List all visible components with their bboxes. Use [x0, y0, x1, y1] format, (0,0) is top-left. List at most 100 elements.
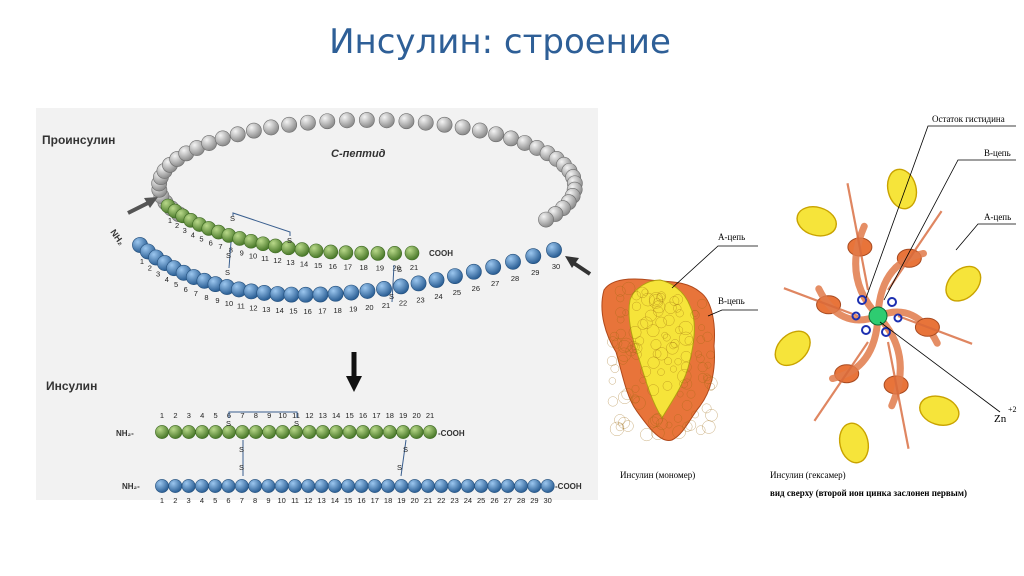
monomer-cell — [669, 342, 677, 350]
insulin-b-chain-number: 17 — [371, 496, 379, 505]
monomer-cell — [627, 341, 640, 354]
insulin-b-chain-residue — [155, 479, 169, 493]
insulin-b-chain-number: 29 — [530, 496, 538, 505]
monomer-cell — [617, 347, 632, 362]
insulin-b-chain-number: 14 — [331, 496, 339, 505]
monomer-cell — [702, 420, 716, 434]
monomer-cell — [704, 376, 718, 390]
b-chain-number: 23 — [416, 295, 424, 304]
monomer-cell — [646, 324, 660, 338]
c-peptide-residue — [300, 114, 316, 131]
insulin-b-chain-residue — [407, 479, 422, 493]
hexamer-a-chain-helix — [774, 330, 811, 367]
hexamer-a-chain-helix — [796, 206, 837, 237]
hexamer-strand — [813, 341, 869, 422]
a-chain-residue — [370, 246, 386, 261]
monomer-cell — [669, 365, 677, 373]
insulin-a-chain-number: 15 — [345, 411, 353, 420]
sulfur-label: S — [225, 268, 230, 277]
a-chain-residue — [243, 233, 259, 249]
hexamer-a-chain-label: А-цепь — [984, 212, 1011, 222]
monomer-cell — [697, 362, 708, 373]
b-chain-number: 28 — [511, 274, 519, 283]
insulin-a-chain-number: 1 — [160, 411, 164, 420]
insulin-a-chain-number: 7 — [240, 411, 244, 420]
insulin-a-chain-number: 21 — [426, 411, 434, 420]
b-chain-number: 25 — [453, 288, 461, 297]
b-chain-number: 10 — [225, 299, 233, 308]
monomer-caption: Инсулин (мономер) — [620, 470, 695, 480]
monomer-cell — [706, 350, 715, 360]
monomer-pointer-lines — [671, 245, 758, 317]
monomer-cell — [651, 426, 665, 440]
b-chain-number: 22 — [399, 298, 407, 307]
monomer-cell — [697, 298, 707, 309]
monomer-a-chain-label: А-цепь — [718, 232, 745, 242]
b-chain-residue — [428, 272, 445, 288]
insulin-a-chain-number: 10 — [278, 411, 286, 420]
insulin-b-chain-number: 21 — [424, 496, 432, 505]
b-chain-number: 4 — [165, 275, 169, 284]
monomer-cell — [622, 420, 634, 432]
insulin-b-chain-residue — [381, 479, 395, 493]
a-chain-residue — [268, 238, 283, 254]
insulin-b-chain-residue — [500, 479, 515, 493]
c-peptide-residue — [319, 113, 336, 130]
insulin-b-chain-number: 25 — [477, 496, 485, 505]
b-chain-residue — [256, 285, 273, 301]
insulin-hexamer-illustration: Остаток гистидина В-цепь А-цепь Zn +2 Ин… — [770, 114, 1017, 498]
insulin-a-chain-residue — [208, 425, 223, 439]
monomer-b-chain-label: В-цепь — [718, 296, 745, 306]
monomer-cell — [647, 356, 660, 369]
b-chain-number: 6 — [184, 285, 188, 294]
monomer-cell — [696, 335, 706, 344]
monomer-cell — [679, 379, 689, 389]
a-chain-number: 7 — [218, 242, 222, 251]
monomer-cell — [675, 309, 684, 318]
monomer-cell — [640, 365, 652, 377]
insulin-b-chain-residue — [434, 479, 449, 493]
monomer-cell — [607, 396, 618, 407]
a-chain-number: 16 — [329, 262, 337, 271]
hexamer-strand — [846, 183, 870, 291]
zinc-ion — [851, 295, 903, 337]
insulin-a-chain-number: 12 — [305, 411, 313, 420]
insulin-a-chain-number: 11 — [292, 411, 300, 420]
insulin-a-chain-number: 16 — [359, 411, 367, 420]
insulin-b-chain-residue — [421, 479, 435, 493]
monomer-cell — [648, 416, 660, 428]
insulin-a-chain-residue — [382, 425, 397, 439]
monomer-cell — [619, 337, 634, 352]
b-chain-number: 11 — [237, 301, 245, 310]
monomer-cell — [674, 358, 682, 366]
c-peptide-residue — [538, 211, 554, 228]
monomer-cell — [614, 414, 626, 426]
c-peptide-label: С-пептид — [331, 148, 386, 160]
b-chain-number: 16 — [304, 307, 312, 316]
insulin-b-chain-residue — [301, 479, 316, 493]
monomer-cell — [630, 343, 638, 350]
insulin-b-chain-residue — [394, 479, 409, 493]
monomer-cell — [645, 309, 657, 322]
sulfur-label: S — [287, 236, 292, 245]
c-peptide-residue — [417, 114, 434, 131]
a-chain-residue — [338, 245, 354, 261]
hexamer-b-chain-ribbon — [874, 249, 927, 320]
monomer-cell — [681, 400, 693, 411]
monomer-cell — [637, 319, 649, 330]
sulfur-label: S — [230, 214, 235, 223]
a-chain-residue — [404, 245, 420, 261]
b-chain-number: 19 — [349, 305, 357, 314]
monomer-cell — [701, 403, 712, 414]
monomer-cell — [615, 422, 625, 432]
b-chain-residue — [283, 286, 300, 303]
c-peptide-residue — [471, 122, 488, 139]
insulin-a-chain-residue — [356, 425, 370, 439]
monomer-cell — [631, 349, 642, 360]
insulin-a-chain-residue — [248, 425, 263, 439]
c-peptide-residue — [454, 119, 471, 136]
a-chain-number: 19 — [376, 263, 384, 272]
insulin-b-chain-number: 6 — [226, 496, 230, 505]
insulin-b-chain-number: 13 — [317, 496, 325, 505]
